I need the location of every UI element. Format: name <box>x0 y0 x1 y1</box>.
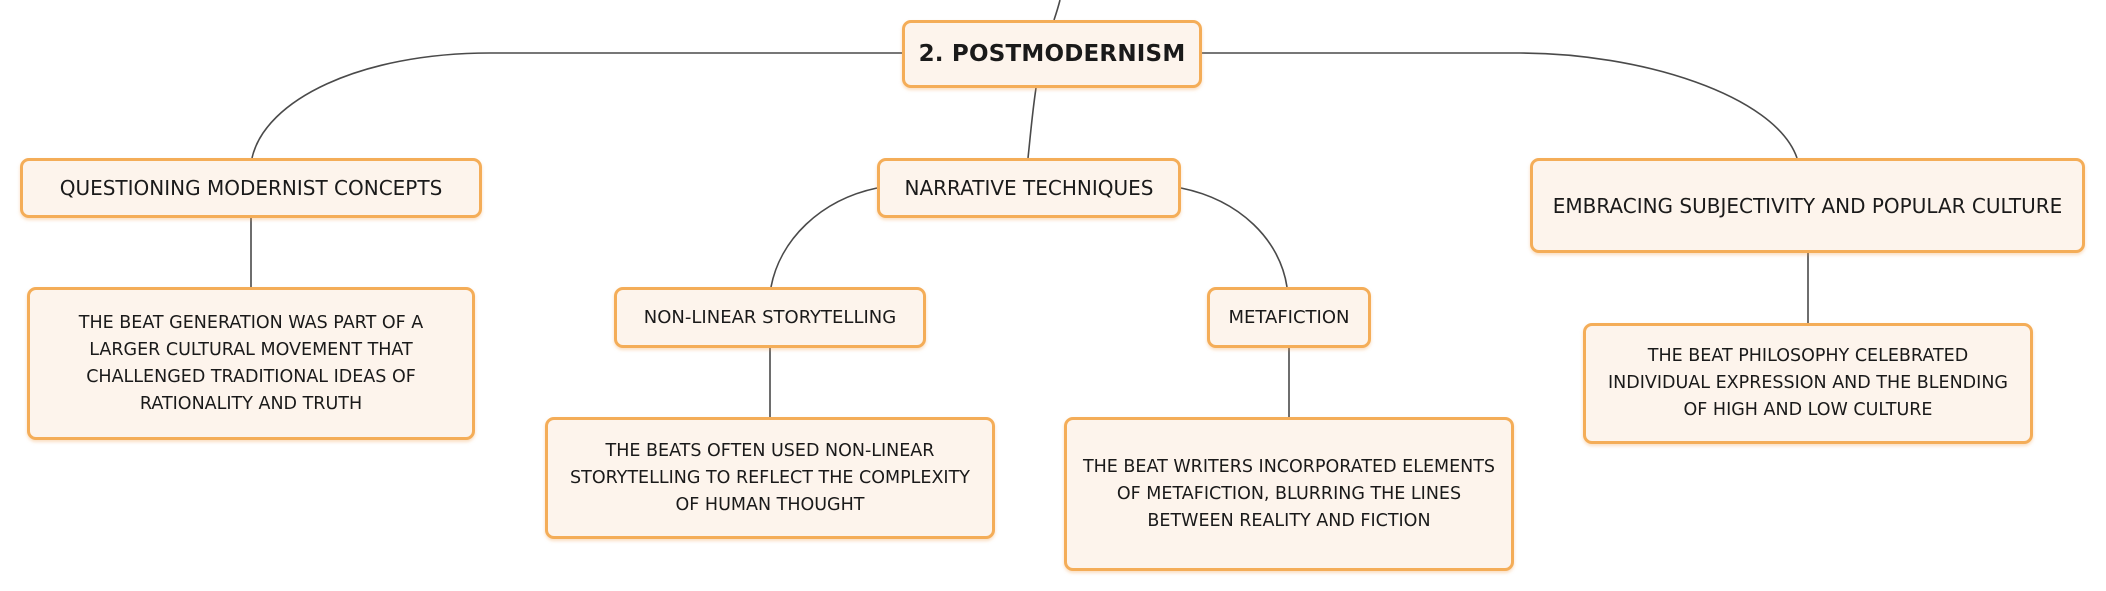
detail-metafiction[interactable]: THE BEAT WRITERS INCORPORATED ELEMENTS O… <box>1064 417 1514 571</box>
topic-embracing-subjectivity[interactable]: EMBRACING SUBJECTIVITY AND POPULAR CULTU… <box>1530 158 2085 253</box>
detail-embracing-subjectivity[interactable]: THE BEAT PHILOSOPHY CELEBRATED INDIVIDUA… <box>1583 323 2033 444</box>
connector-narrative-nonlinear <box>770 187 878 288</box>
connector-root-questioning <box>251 52 902 159</box>
topic-questioning-modernist-concepts[interactable]: QUESTIONING MODERNIST CONCEPTS <box>20 158 482 218</box>
connector-parent-root <box>1053 0 1061 21</box>
connector-root-embracing <box>1202 52 1798 159</box>
detail-questioning-modernist-concepts[interactable]: THE BEAT GENERATION WAS PART OF A LARGER… <box>27 287 475 440</box>
topic-narrative-techniques[interactable]: NARRATIVE TECHNIQUES <box>877 158 1181 218</box>
detail-non-linear-storytelling[interactable]: THE BEATS OFTEN USED NON-LINEAR STORYTEL… <box>545 417 995 539</box>
root-topic-node[interactable]: 2. POSTMODERNISM <box>902 20 1202 88</box>
subtopic-metafiction[interactable]: METAFICTION <box>1207 287 1371 348</box>
connector-narrative-metafiction <box>1180 187 1288 288</box>
connector-root-narrative <box>1027 87 1037 159</box>
subtopic-non-linear-storytelling[interactable]: NON-LINEAR STORYTELLING <box>614 287 926 348</box>
